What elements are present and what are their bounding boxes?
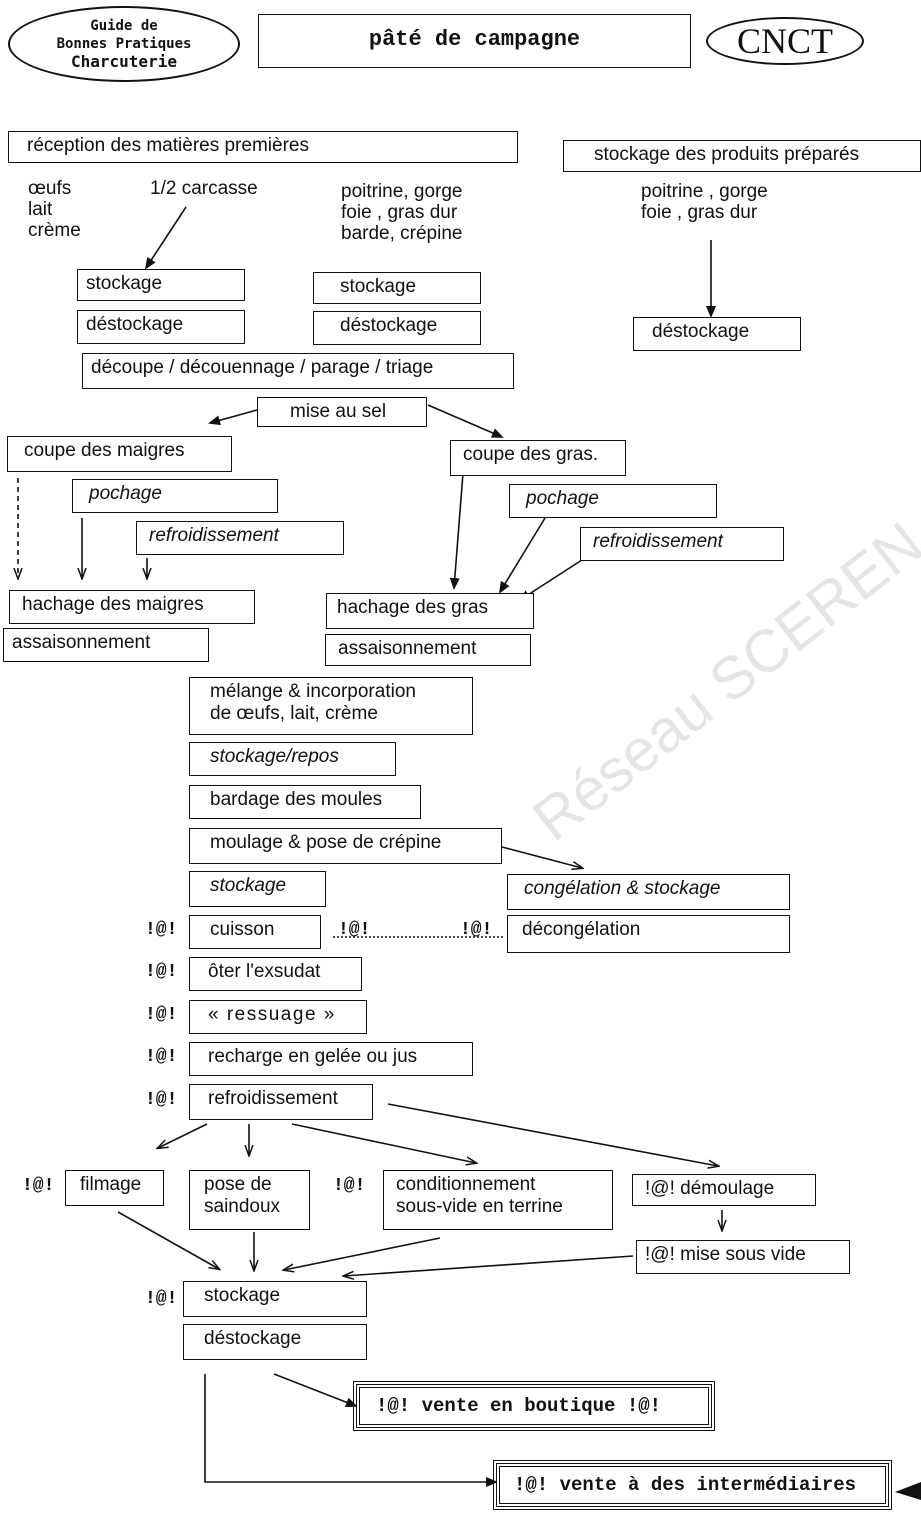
hachage-gras-box: hachage des gras: [326, 593, 534, 629]
ccp-ressuage: !@!: [145, 1005, 178, 1025]
guide-line3: Charcuterie: [71, 52, 177, 71]
ccp-stockage-final: !@!: [145, 1289, 178, 1309]
decoupe-box: découpe / découennage / parage / triage: [82, 353, 514, 389]
ccp-conditionnement: !@!: [333, 1176, 366, 1196]
vente-boutique-box: !@! vente en boutique !@!: [353, 1381, 715, 1431]
ccp-exsudat: !@!: [145, 962, 178, 982]
stockage-it-box: stockage: [189, 871, 326, 907]
stockage-prepares-box: stockage des produits préparés: [563, 140, 921, 172]
assaisonnement-left: assaisonnement: [3, 628, 209, 662]
ingredients-mid: poitrine, gorge foie , gras dur barde, c…: [341, 181, 463, 244]
ccp-cuisson-link: !@!: [338, 920, 371, 940]
destockage-final-box: déstockage: [183, 1324, 367, 1360]
stockage-final-box: stockage: [183, 1281, 367, 1317]
carcasse-label: 1/2 carcasse: [150, 178, 258, 199]
refroidissement-right: refroidissement: [580, 527, 784, 561]
stockage-left: stockage: [77, 269, 245, 301]
stockage-repos-box: stockage/repos: [189, 742, 396, 776]
ccp-filmage: !@!: [22, 1176, 55, 1196]
destockage-right: déstockage: [633, 317, 801, 351]
destockage-left: déstockage: [77, 310, 245, 344]
demoulage-box: !@! démoulage: [632, 1174, 816, 1206]
cnct-logo: CNCT: [706, 17, 864, 65]
stockage-mid: stockage: [313, 272, 481, 304]
guide-line2: Bonnes Pratiques: [56, 36, 192, 52]
reception-box: réception des matières premières: [8, 131, 518, 163]
filmage-box: filmage: [65, 1170, 164, 1206]
vente-intermediaires-box: !@! vente à des intermédiaires: [493, 1460, 892, 1510]
oter-exsudat-box: ôter l'exsudat: [189, 957, 362, 991]
destockage-mid: déstockage: [313, 311, 481, 345]
assaisonnement-right: assaisonnement: [325, 634, 531, 666]
guide-line1: Guide de: [90, 18, 158, 34]
coupe-gras-box: coupe des gras.: [450, 440, 626, 476]
pochage-right: pochage: [509, 484, 717, 518]
ingredients-right: poitrine , gorge foie , gras dur: [641, 181, 768, 223]
decongelation-box: décongélation: [507, 915, 790, 953]
pochage-left: pochage: [72, 479, 278, 513]
refroidissement-box: refroidissement: [189, 1084, 373, 1120]
recharge-box: recharge en gelée ou jus: [189, 1042, 473, 1076]
coupe-maigres-box: coupe des maigres: [7, 436, 232, 472]
page-title: pâté de campagne: [258, 14, 691, 68]
ccp-cuisson: !@!: [145, 920, 178, 940]
ccp-refroidissement: !@!: [145, 1090, 178, 1110]
ccp-decongelation: !@!: [460, 920, 493, 940]
congelation-box: congélation & stockage: [507, 874, 790, 910]
bardage-box: bardage des moules: [189, 785, 421, 819]
ressuage-box: « ressuage »: [189, 1000, 367, 1034]
conditionnement-box: conditionnement sous-vide en terrine: [383, 1170, 613, 1230]
moulage-box: moulage & pose de crépine: [189, 828, 502, 864]
melange-box: mélange & incorporation de œufs, lait, c…: [189, 677, 473, 735]
mise-au-sel-box: mise au sel: [257, 397, 427, 427]
ccp-recharge: !@!: [145, 1047, 178, 1067]
guide-logo: Guide de Bonnes Pratiques Charcuterie: [8, 6, 240, 82]
hachage-maigres-box: hachage des maigres: [9, 590, 255, 624]
refroidissement-left: refroidissement: [136, 521, 344, 555]
cuisson-box: cuisson: [189, 915, 321, 949]
mise-sous-vide-box: !@! mise sous vide: [636, 1240, 850, 1274]
ingredients-left: œufs lait crème: [28, 178, 81, 241]
pose-saindoux-box: pose de saindoux: [189, 1170, 310, 1230]
